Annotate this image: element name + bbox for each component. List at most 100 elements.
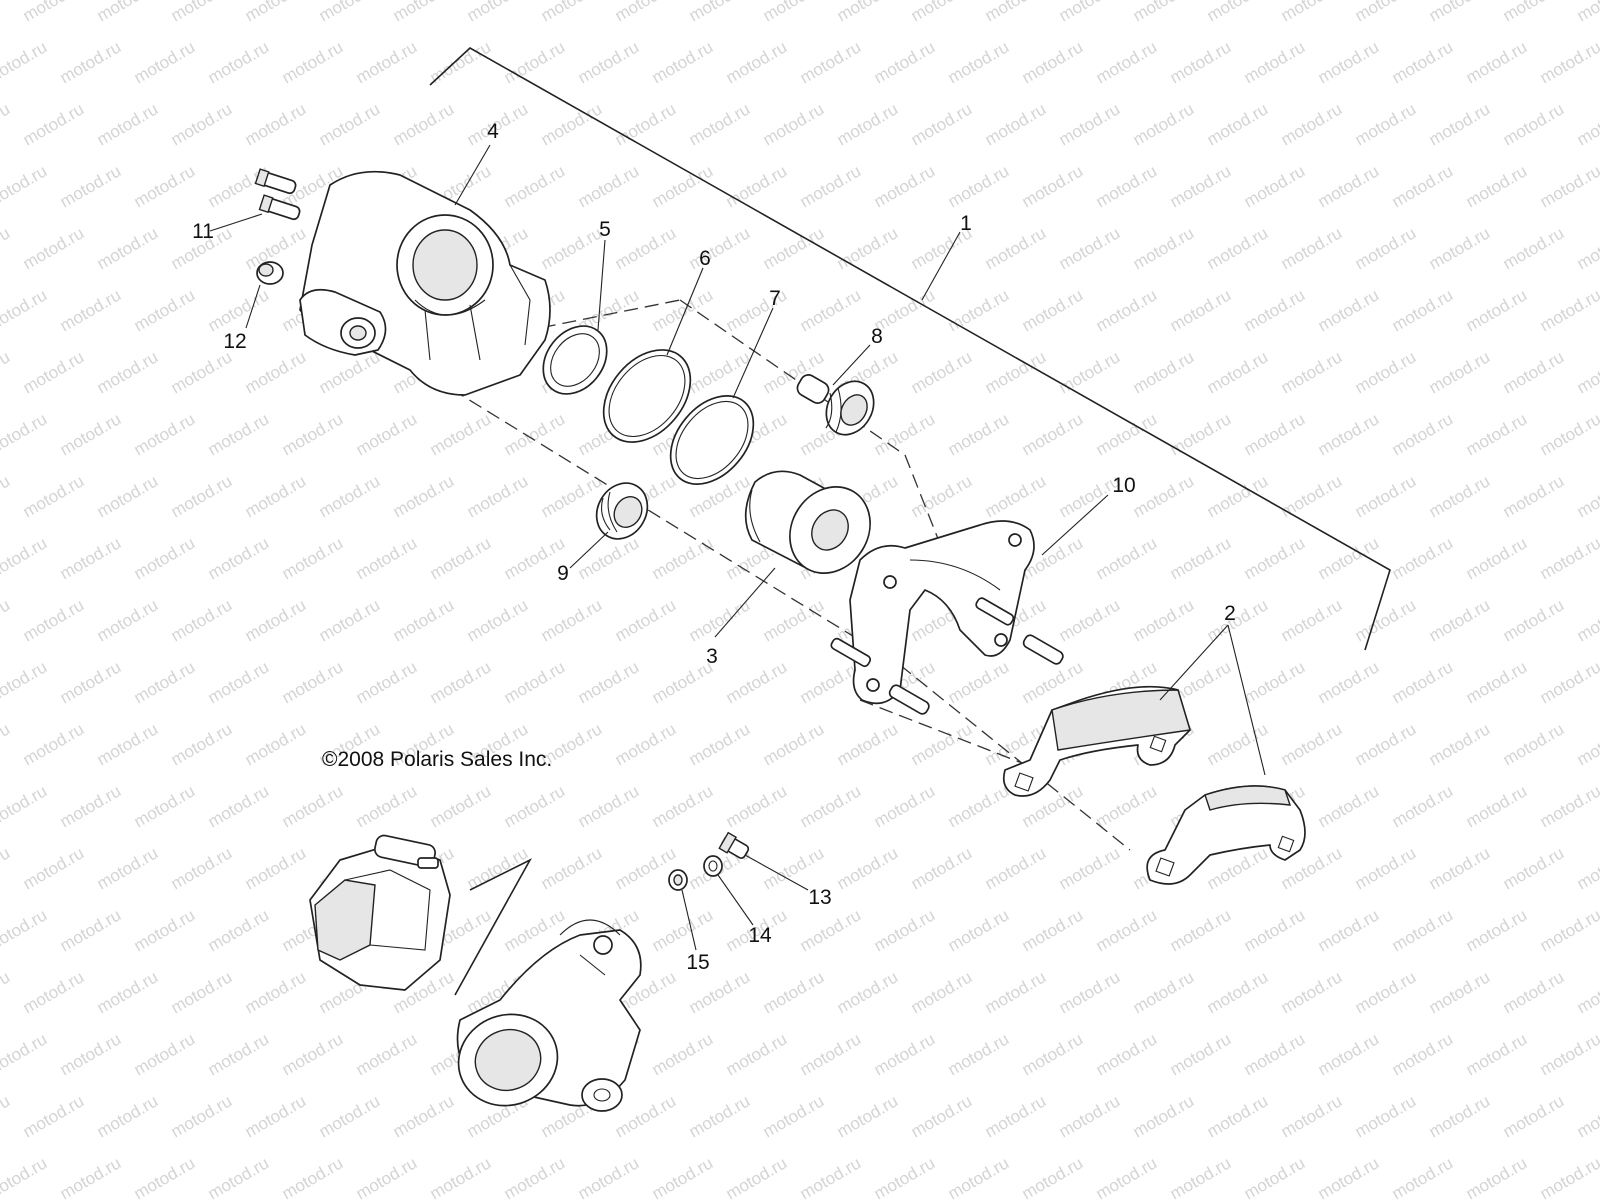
watermark-text: motod.ru: [1574, 1091, 1600, 1141]
watermark-text: motod.ru: [390, 1091, 458, 1141]
watermark-text: motod.ru: [1463, 657, 1531, 707]
watermark-text: motod.ru: [945, 905, 1013, 955]
caliper-body: [299, 170, 551, 396]
callout-10: 10: [1112, 474, 1135, 497]
watermark-text: motod.ru: [57, 657, 125, 707]
watermark-text: motod.ru: [982, 471, 1050, 521]
watermark-text: motod.ru: [1315, 781, 1383, 831]
knuckle-housing: [454, 858, 642, 1112]
watermark-text: motod.ru: [1241, 905, 1309, 955]
watermark-text: motod.ru: [242, 595, 310, 645]
watermark-text: motod.ru: [1463, 161, 1531, 211]
watermark-text: motod.ru: [760, 99, 828, 149]
watermark-text: motod.ru: [908, 719, 976, 769]
watermark-text: motod.ru: [834, 1091, 902, 1141]
watermark-text: motod.ru: [1204, 223, 1272, 273]
watermark-text: motod.ru: [1574, 967, 1600, 1017]
watermark-text: motod.ru: [1056, 223, 1124, 273]
watermark-text: motod.ru: [279, 533, 347, 583]
watermark-text: motod.ru: [982, 347, 1050, 397]
watermark-text: motod.ru: [575, 1153, 643, 1200]
watermark-text: motod.ru: [1278, 719, 1346, 769]
watermark-text: motod.ru: [0, 657, 50, 707]
watermark-text: motod.ru: [760, 1091, 828, 1141]
watermark-text: motod.ru: [1315, 1153, 1383, 1200]
watermark-text: motod.ru: [1537, 37, 1600, 87]
watermark-text: motod.ru: [1093, 1153, 1161, 1200]
bleeder-screws: [254, 168, 301, 221]
watermark-text: motod.ru: [94, 223, 162, 273]
watermark-text: motod.ru: [1537, 905, 1600, 955]
callout-3: 3: [706, 645, 718, 668]
watermark-text: motod.ru: [686, 1091, 754, 1141]
pin-boot-8: [796, 374, 875, 436]
watermark-text: motod.ru: [1426, 0, 1494, 25]
assembled-caliper-view: [309, 834, 451, 991]
watermark-text: motod.ru: [1500, 843, 1568, 893]
watermark-text: motod.ru: [1352, 99, 1420, 149]
watermark-text: motod.ru: [686, 99, 754, 149]
watermark-text: motod.ru: [316, 595, 384, 645]
watermark-text: motod.ru: [908, 967, 976, 1017]
watermark-text: motod.ru: [1278, 967, 1346, 1017]
watermark-text: motod.ru: [538, 223, 606, 273]
piston: [744, 470, 871, 574]
watermark-text: motod.ru: [1389, 533, 1457, 583]
brake-pads: [1002, 685, 1306, 885]
watermark-text: motod.ru: [1426, 967, 1494, 1017]
watermark-text: motod.ru: [427, 533, 495, 583]
watermark-text: motod.ru: [0, 905, 50, 955]
watermark-text: motod.ru: [242, 1091, 310, 1141]
watermark-text: motod.ru: [1241, 1153, 1309, 1200]
watermark-text: motod.ru: [1315, 409, 1383, 459]
watermark-text: motod.ru: [1315, 161, 1383, 211]
watermark-text: motod.ru: [94, 967, 162, 1017]
watermark-text: motod.ru: [427, 781, 495, 831]
watermark-text: motod.ru: [0, 99, 13, 149]
watermark-text: motod.ru: [1574, 595, 1600, 645]
watermark-text: motod.ru: [871, 161, 939, 211]
watermark-text: motod.ru: [1426, 1091, 1494, 1141]
watermark-text: motod.ru: [20, 347, 88, 397]
watermark-text: motod.ru: [1537, 533, 1600, 583]
watermark-text: motod.ru: [205, 1153, 273, 1200]
watermark-text: motod.ru: [94, 471, 162, 521]
assembly-bracket: [429, 47, 1391, 651]
watermark-text: motod.ru: [797, 1153, 865, 1200]
watermark-text: motod.ru: [0, 967, 13, 1017]
watermark-text: motod.ru: [1463, 533, 1531, 583]
watermark-text: motod.ru: [1500, 595, 1568, 645]
watermark-text: motod.ru: [1056, 1091, 1124, 1141]
watermark-text: motod.ru: [94, 347, 162, 397]
watermark-text: motod.ru: [538, 595, 606, 645]
watermark-text: motod.ru: [797, 1029, 865, 1079]
watermark-text: motod.ru: [427, 1153, 495, 1200]
watermark-text: motod.ru: [1241, 285, 1309, 335]
watermark-text: motod.ru: [982, 99, 1050, 149]
watermark-text: motod.ru: [1500, 99, 1568, 149]
watermark-text: motod.ru: [1574, 347, 1600, 397]
watermark-text: motod.ru: [316, 99, 384, 149]
watermark-text: motod.ru: [1056, 595, 1124, 645]
watermark-text: motod.ru: [279, 781, 347, 831]
watermark-text: motod.ru: [908, 843, 976, 893]
callout-9: 9: [557, 562, 569, 585]
watermark-text: motod.ru: [612, 223, 680, 273]
watermark-text: motod.ru: [1093, 1029, 1161, 1079]
watermark-text: motod.ru: [168, 0, 236, 25]
watermark-text: motod.ru: [1389, 161, 1457, 211]
watermark-text: motod.ru: [575, 37, 643, 87]
watermark-text: motod.ru: [1167, 161, 1235, 211]
watermark-text: motod.ru: [1389, 285, 1457, 335]
watermark-text: motod.ru: [242, 471, 310, 521]
watermark-text: motod.ru: [501, 409, 569, 459]
watermark-text: motod.ru: [0, 223, 13, 273]
watermark-text: motod.ru: [1241, 37, 1309, 87]
watermark-text: motod.ru: [908, 99, 976, 149]
watermark-text: motod.ru: [205, 1029, 273, 1079]
watermark-text: motod.ru: [1019, 905, 1087, 955]
watermark-text: motod.ru: [945, 37, 1013, 87]
watermark-text: motod.ru: [649, 533, 717, 583]
watermark-text: motod.ru: [353, 657, 421, 707]
watermark-text: motod.ru: [0, 1091, 13, 1141]
